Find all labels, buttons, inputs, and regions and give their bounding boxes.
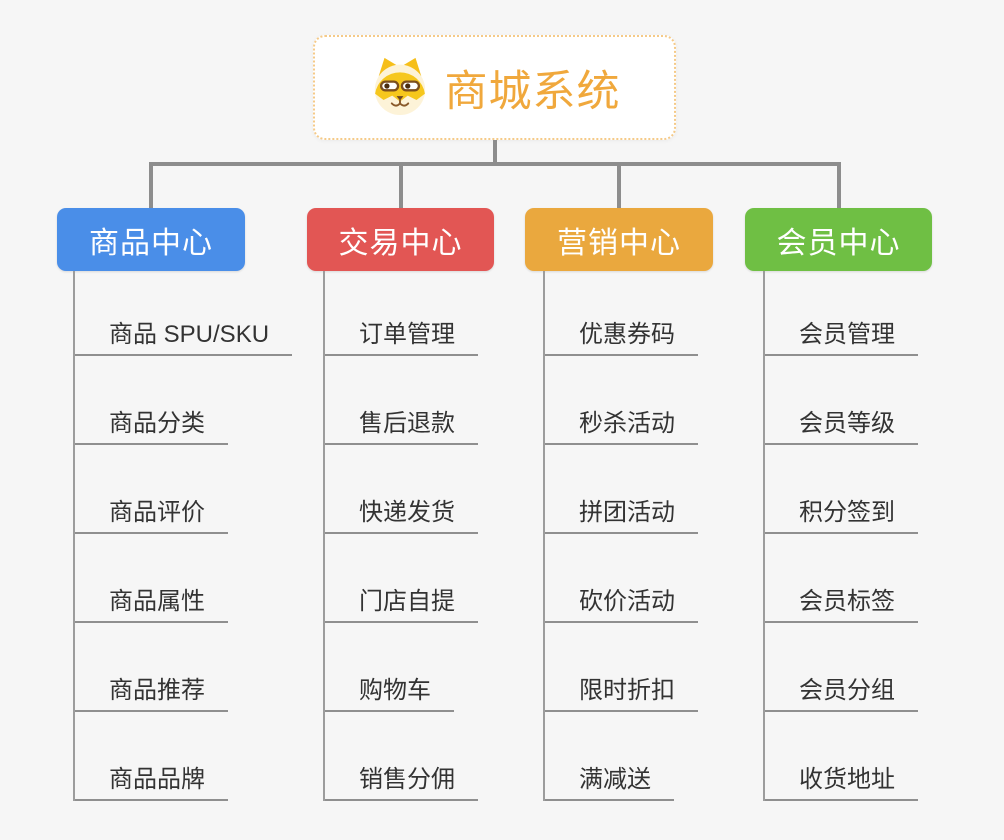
leaf-node[interactable]: 砍价活动 [545,534,698,623]
connector-horizontal [149,162,841,166]
leaf-node[interactable]: 收货地址 [765,712,918,801]
leaf-node[interactable]: 秒杀活动 [545,356,698,445]
connector-drop-3 [617,162,621,208]
connector-drop-2 [399,162,403,208]
branch-children-product-center: 商品 SPU/SKU 商品分类 商品评价 商品属性 商品推荐 商品品牌 [73,271,293,801]
branch-children-member-center: 会员管理 会员等级 积分签到 会员标签 会员分组 收货地址 [763,271,918,801]
branch-node-trade-center[interactable]: 交易中心 [307,208,494,271]
connector-root-stub [493,140,497,162]
leaf-node[interactable]: 售后退款 [325,356,478,445]
branch-children-trade-center: 订单管理 售后退款 快递发货 门店自提 购物车 销售分佣 [323,271,478,801]
leaf-node[interactable]: 会员标签 [765,534,918,623]
leaf-node[interactable]: 积分签到 [765,445,918,534]
leaf-node[interactable]: 订单管理 [325,271,478,356]
branch-node-marketing-center[interactable]: 营销中心 [525,208,713,271]
connector-drop-4 [837,162,841,208]
root-node[interactable]: 商城系统 [313,35,676,140]
root-title: 商城系统 [444,67,621,116]
leaf-node[interactable]: 会员管理 [765,271,918,356]
leaf-node[interactable]: 商品推荐 [75,623,228,712]
branch-node-product-center[interactable]: 商品中心 [57,208,245,271]
leaf-node[interactable]: 快递发货 [325,445,478,534]
leaf-node[interactable]: 优惠券码 [545,271,698,356]
leaf-node[interactable]: 会员等级 [765,356,918,445]
leaf-node[interactable]: 商品评价 [75,445,228,534]
leaf-node[interactable]: 购物车 [325,623,454,712]
leaf-node[interactable]: 限时折扣 [545,623,698,712]
leaf-node[interactable]: 会员分组 [765,623,918,712]
leaf-node[interactable]: 门店自提 [325,534,478,623]
leaf-node[interactable]: 商品 SPU/SKU [75,271,293,356]
leaf-node[interactable]: 销售分佣 [325,712,478,801]
connector-drop-1 [149,162,153,208]
leaf-node[interactable]: 商品品牌 [75,712,228,801]
leaf-node[interactable]: 商品属性 [75,534,228,623]
leaf-node[interactable]: 商品分类 [75,356,228,445]
branch-children-marketing-center: 优惠券码 秒杀活动 拼团活动 砍价活动 限时折扣 满减送 [543,271,698,801]
leaf-node[interactable]: 拼团活动 [545,445,698,534]
leaf-node[interactable]: 满减送 [545,712,674,801]
branch-node-member-center[interactable]: 会员中心 [745,208,932,271]
shiba-dog-icon [369,54,431,121]
